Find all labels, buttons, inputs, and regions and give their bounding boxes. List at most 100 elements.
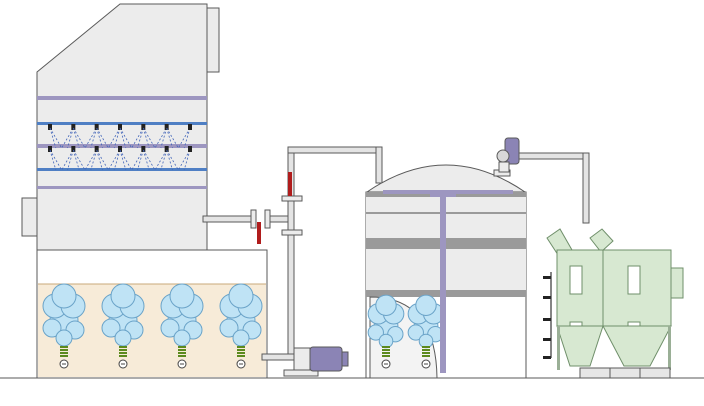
valve-flange [281,229,303,236]
spray-cone [142,127,168,149]
bubble-plume [169,283,195,309]
bubble-plume [101,318,121,338]
dust-collector [543,228,684,379]
bubble-plume [160,318,180,338]
diffuser-coil [60,346,68,348]
diffuser-coil [237,355,245,357]
spray-cone [166,149,191,171]
spray-cone [49,149,74,171]
pump-motor [309,346,343,372]
diffuser-coil [382,349,390,351]
bubble-plume [418,333,434,349]
spray-nozzle [71,146,76,152]
diffuser-coil [382,346,390,348]
spray-nozzle [48,146,52,152]
bubble-plume [219,318,239,338]
diffuser-coil [60,349,68,351]
spray-nozzle [94,124,99,130]
tower-band [37,122,207,125]
diffuser-coil [178,355,186,357]
diffuser-coil [422,355,430,357]
diffuser-coil [237,346,245,348]
spray-nozzle [188,146,192,152]
pump-casing [293,347,311,371]
collector-window [569,265,583,295]
diffuser-coil [178,346,186,348]
manifold-tick [543,318,551,321]
spray-nozzle [141,146,146,152]
spray-cone [119,149,144,171]
manifold-tick [543,338,551,341]
collector-leg [668,326,671,370]
transfer-pump-connector [498,161,510,173]
bubble-plume [110,283,136,309]
spray-cone [166,127,191,149]
diffuser-coil [178,352,186,354]
collector-window [627,265,641,295]
diffuser-coil [422,349,430,351]
tower-inlet-flange [21,197,38,237]
transfer-pump [496,137,590,224]
outlet-valve [250,209,271,244]
diffuser-coil [237,349,245,351]
absorption-tower [21,3,254,251]
storage-tank [365,164,527,379]
spray-cone [49,127,74,149]
aeration-diffuser [42,283,86,369]
manifold-tick [543,296,551,299]
spray-nozzle [188,124,192,130]
tower-band [37,186,207,189]
aerator-group [367,294,445,369]
diffuser-coil [237,352,245,354]
pump-inlet-pipe [261,353,295,361]
bubble-plume [367,324,384,341]
aeration-diffuser [101,283,145,369]
valve-flange [281,195,303,202]
aeration-diffuser [407,294,445,369]
bubble-plume [375,294,397,316]
spray-header [48,146,192,171]
tank-dome [365,164,527,193]
spray-cone [72,149,98,171]
top-pipe-drop [375,146,383,184]
diffuser-coil [382,355,390,357]
spray-nozzle [48,124,52,130]
tank-top-plate [383,190,513,194]
aeration-diffuser [219,283,263,369]
transfer-pump-impeller [496,149,510,163]
valve-actuator [288,172,292,196]
aeration-diffuser [160,283,204,369]
collector-base [579,367,671,379]
spray-cone [96,149,121,171]
diffuser-coil [382,352,390,354]
diffuser-coil [119,352,127,354]
circulation-pump [261,346,349,377]
manifold-tick [543,356,551,359]
diffuser-coil [60,352,68,354]
diffuser-coil [60,355,68,357]
transfer-pipe-drop [582,152,590,224]
bubble-plume [378,333,394,349]
transfer-pipe [518,152,590,160]
valve-flange [250,209,257,229]
spray-cone [119,127,144,149]
bubble-plume [228,283,254,309]
agitator-head [430,193,456,197]
spray-nozzle [118,146,122,152]
diffuser-coil [119,346,127,348]
diffuser-coil [119,355,127,357]
diffuser-coil [422,352,430,354]
tower-band [37,96,207,100]
spray-cone [72,127,98,149]
spray-nozzle [118,124,122,130]
tower-band [37,168,207,171]
collector-hopper [556,325,604,367]
spray-nozzle [164,124,169,130]
tower-outlet-pipe [202,215,254,223]
manifold-tick [543,276,551,279]
collector-hopper [602,325,672,367]
agitator-shaft [440,195,446,373]
aeration-diffuser [367,294,405,369]
spray-nozzle [94,146,99,152]
pump-motor-end [341,351,349,367]
